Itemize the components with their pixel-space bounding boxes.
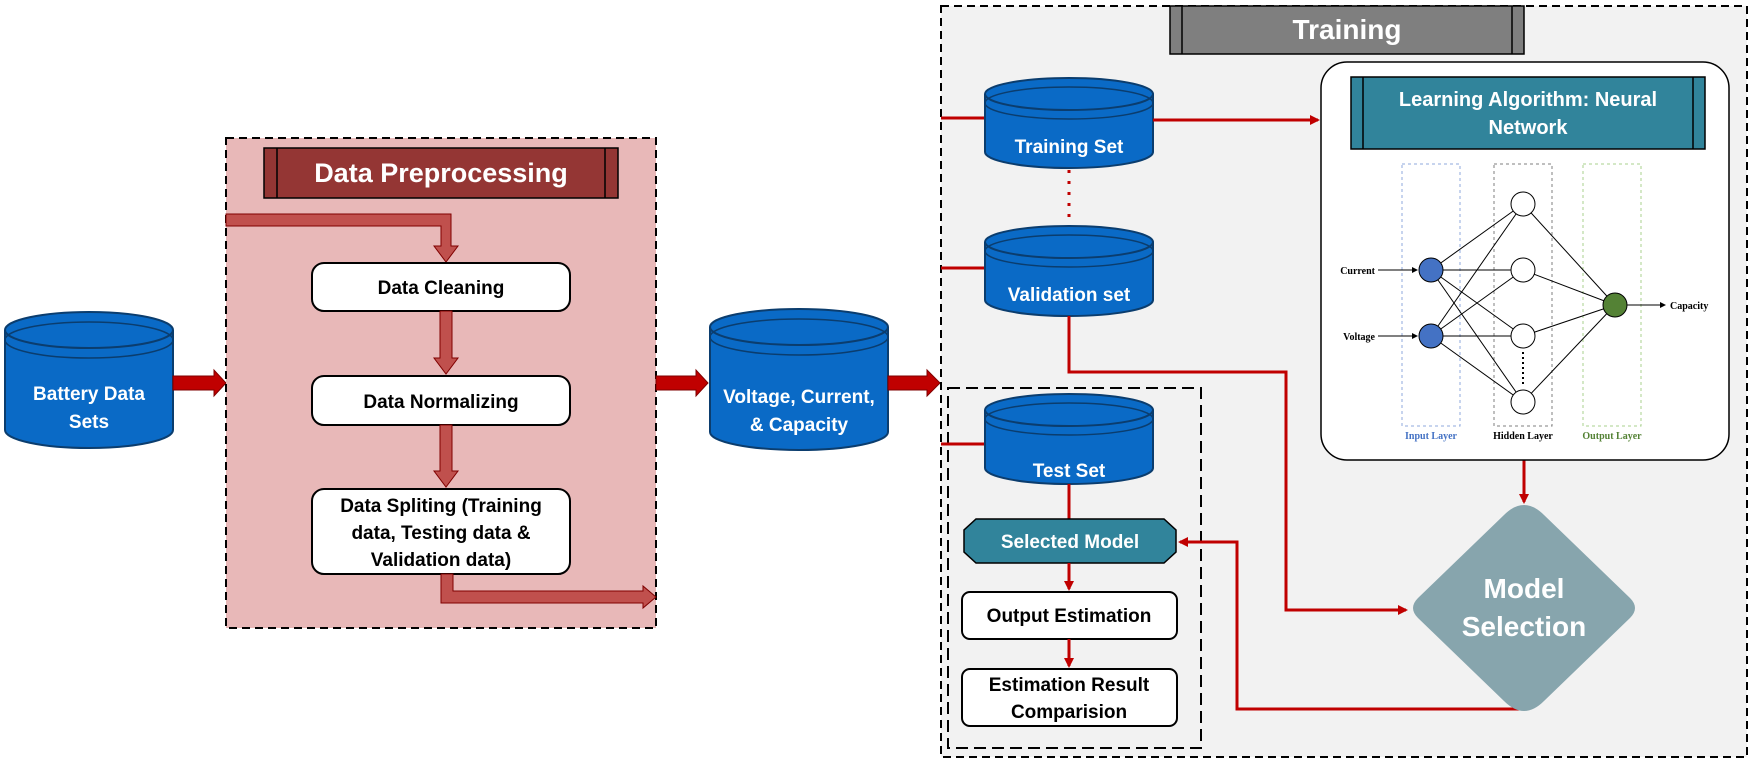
test-set-cylinder: Test Set — [984, 393, 1154, 485]
data-preprocessing-panel: Data Preprocessing Data Cleaning Data No… — [225, 137, 657, 629]
output-estimation-box: Output Estimation — [961, 591, 1178, 640]
learning-algorithm-panel: Learning Algorithm: Neural Network — [1320, 61, 1730, 461]
nn-connections — [1430, 203, 1616, 403]
data-normalizing-box: Data Normalizing — [311, 375, 571, 426]
hidden-layer-label: Hidden Layer — [1493, 431, 1553, 442]
output-node — [1602, 292, 1628, 318]
battery-data-sets-label-1: Battery Data — [33, 384, 145, 405]
data-splitting-label-1: Data Spliting (Training — [340, 496, 542, 517]
data-splitting-label-2: data, Testing data & — [351, 523, 530, 544]
input-node-voltage — [1418, 323, 1444, 349]
output-layer-label: Output Layer — [1582, 431, 1642, 442]
input-node-current — [1418, 257, 1444, 283]
training-set-cylinder: Training Set — [984, 77, 1154, 169]
training-set-label: Training Set — [1015, 137, 1124, 158]
arrow-vcc-to-training — [887, 368, 941, 398]
battery-data-sets-label-2: Sets — [69, 412, 109, 433]
output-capacity-label: Capacity — [1670, 301, 1708, 312]
learning-algorithm-banner: Learning Algorithm: Neural Network — [1350, 76, 1706, 150]
data-cleaning-label: Data Cleaning — [378, 278, 505, 299]
data-normalizing-label: Data Normalizing — [363, 392, 518, 413]
training-panel: Training Training Set Validation set — [940, 5, 1748, 758]
arrow-validation-to-model-selection — [1067, 316, 1408, 615]
arrow-battery-to-preprocessing — [172, 368, 227, 398]
input-voltage-label: Voltage — [1343, 332, 1375, 343]
learning-algorithm-title-1: Learning Algorithm: Neural — [1399, 89, 1657, 111]
training-banner: Training — [1169, 5, 1525, 55]
learning-algorithm-title-2: Network — [1489, 117, 1569, 139]
estimation-result-box: Estimation Result Comparision — [961, 668, 1178, 727]
input-layer-label: Input Layer — [1405, 431, 1458, 442]
selected-model-box: Selected Model — [963, 518, 1177, 564]
validation-set-cylinder: Validation set — [984, 225, 1154, 317]
input-current-label: Current — [1340, 266, 1375, 277]
model-selection-label-2: Selection — [1462, 611, 1586, 642]
data-cleaning-box: Data Cleaning — [311, 262, 571, 312]
neural-network-figure: Current Voltage Capacity Input Layer Hid… — [1340, 163, 1708, 442]
arrow-model-selection-to-selected — [1178, 537, 1524, 711]
battery-data-sets-cylinder: Battery Data Sets — [4, 311, 174, 449]
vcc-label-2: & Capacity — [750, 415, 849, 436]
data-splitting-label-3: Validation data) — [371, 550, 511, 571]
voltage-current-capacity-cylinder: Voltage, Current, & Capacity — [709, 308, 889, 451]
arrow-into-data-cleaning — [225, 213, 459, 263]
output-layer-frame — [1582, 163, 1642, 427]
model-selection-label-1: Model — [1484, 573, 1565, 604]
arrow-normalizing-to-splitting — [433, 424, 459, 488]
output-estimation-label: Output Estimation — [987, 606, 1152, 627]
estimation-result-label-2: Comparision — [1011, 702, 1127, 723]
arrow-cleaning-to-normalizing — [433, 310, 459, 375]
training-title: Training — [1293, 14, 1402, 45]
hidden-node-n — [1510, 389, 1536, 415]
estimation-result-label-1: Estimation Result — [989, 675, 1150, 696]
arrow-preprocessing-to-vcc — [655, 368, 709, 398]
test-group-box — [947, 387, 1202, 749]
data-splitting-box: Data Spliting (Training data, Testing da… — [311, 488, 571, 575]
hidden-node-3 — [1510, 323, 1536, 349]
data-preprocessing-banner: Data Preprocessing — [263, 147, 619, 199]
test-set-label: Test Set — [1033, 461, 1106, 482]
hidden-layer-frame — [1493, 163, 1553, 427]
hidden-node-2 — [1510, 257, 1536, 283]
hidden-node-1 — [1510, 191, 1536, 217]
selected-model-label: Selected Model — [1001, 532, 1139, 553]
arrow-splitting-out — [440, 573, 657, 610]
validation-set-label: Validation set — [1008, 285, 1131, 306]
vcc-label-1: Voltage, Current, — [723, 387, 875, 408]
data-preprocessing-title: Data Preprocessing — [314, 158, 568, 188]
model-selection-diamond: Model Selection — [1413, 505, 1635, 711]
